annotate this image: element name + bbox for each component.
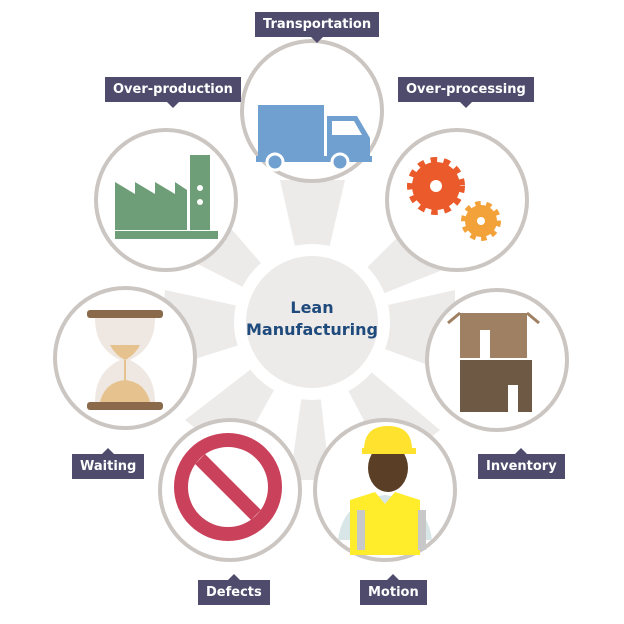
- circle-waiting: [53, 286, 197, 430]
- center-title-line2: Manufacturing: [246, 320, 378, 339]
- circle-defects: [158, 418, 302, 562]
- boxes-icon: [447, 311, 540, 412]
- label-motion: Motion: [360, 574, 427, 605]
- hourglass-icon: [87, 310, 163, 410]
- circle-transportation: [240, 39, 384, 183]
- circle-motion: [313, 418, 457, 562]
- center-title-line1: Lean: [290, 298, 334, 317]
- label-over-production: Over-production: [105, 77, 241, 108]
- label-inventory: Inventory: [478, 448, 565, 479]
- center-circle: [234, 244, 390, 400]
- circle-over-processing: [385, 128, 529, 272]
- label-over-processing: Over-processing: [398, 77, 534, 108]
- truck-icon: [256, 105, 372, 172]
- gears-icon: [407, 157, 501, 241]
- label-waiting: Waiting: [72, 448, 145, 479]
- prohibited-icon: [174, 433, 282, 541]
- label-transportation: Transportation: [255, 12, 380, 43]
- center-title: Lean Manufacturing: [232, 297, 392, 341]
- circle-inventory: [425, 288, 569, 432]
- factory-icon: [115, 155, 218, 239]
- label-defects: Defects: [198, 574, 270, 605]
- worker-icon: [338, 426, 432, 555]
- circle-over-production: [94, 128, 238, 272]
